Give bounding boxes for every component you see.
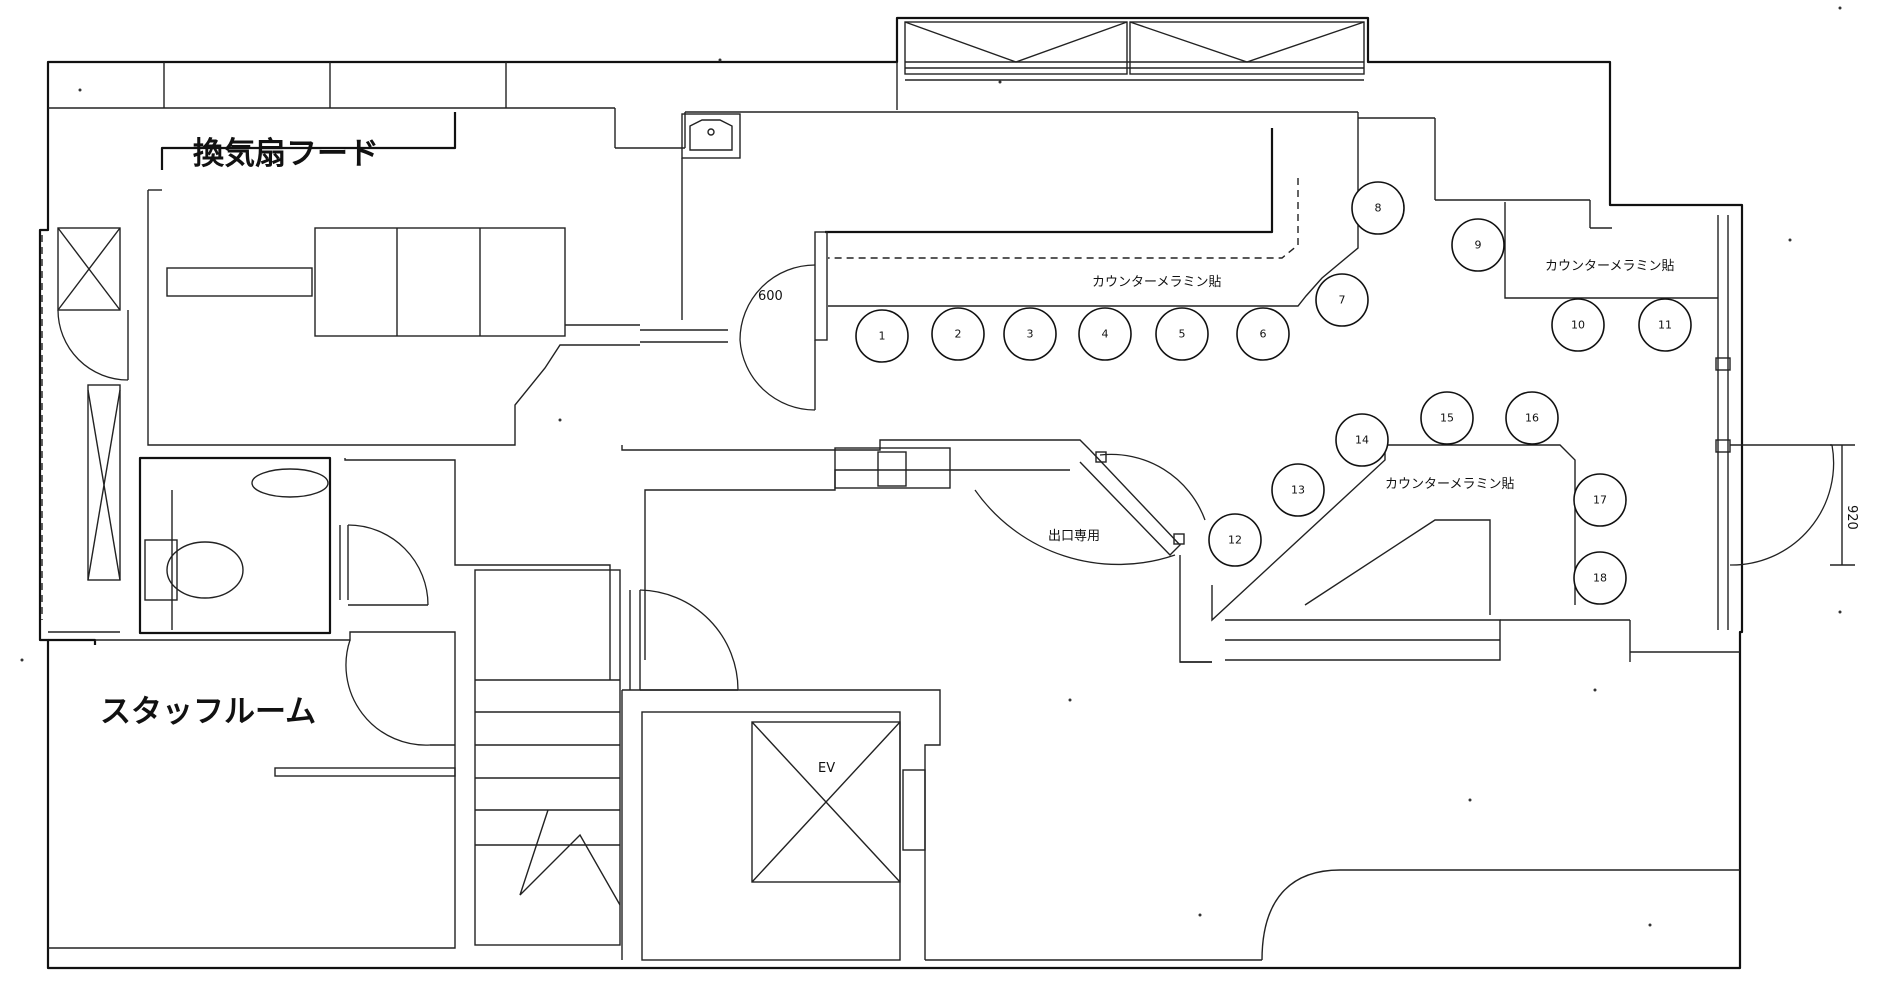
seat-circle xyxy=(1003,307,1057,361)
seat-7: 7 xyxy=(1315,273,1369,327)
seat-number: 15 xyxy=(1440,412,1454,425)
stair-door xyxy=(629,589,739,691)
seat-circle xyxy=(931,307,985,361)
seat-circle xyxy=(1078,307,1132,361)
seat-circle xyxy=(1335,413,1389,467)
seat-number: 18 xyxy=(1593,572,1607,585)
bar-counter-right xyxy=(1504,202,1731,630)
seat-11: 11 xyxy=(1638,298,1692,352)
seat-10: 10 xyxy=(1551,298,1605,352)
seat-circle xyxy=(1573,551,1627,605)
seat-number: 10 xyxy=(1571,319,1585,332)
seat-3: 3 xyxy=(1003,307,1057,361)
seat-circle xyxy=(1420,391,1474,445)
seat-number: 7 xyxy=(1339,294,1346,307)
lower-curved-wall xyxy=(1261,869,1740,961)
exit-door xyxy=(974,451,1206,566)
seat-circle xyxy=(1451,218,1505,272)
seat-2: 2 xyxy=(931,307,985,361)
left-shaft xyxy=(41,227,129,633)
stairwell xyxy=(474,569,621,946)
sink xyxy=(681,113,741,159)
seat-number: 13 xyxy=(1291,484,1305,497)
seat-16: 16 xyxy=(1505,391,1559,445)
seat-number: 14 xyxy=(1355,434,1369,447)
bar-counter-main xyxy=(814,118,1359,341)
seat-circle xyxy=(1315,273,1369,327)
top-wall-segments xyxy=(48,62,1612,229)
seat-number: 6 xyxy=(1260,328,1267,341)
seat-number: 8 xyxy=(1375,202,1382,215)
seat-number: 12 xyxy=(1228,534,1242,547)
door-600-label: 600 xyxy=(758,289,783,304)
seat-circle xyxy=(1271,463,1325,517)
door-920-label: 920 xyxy=(1844,505,1859,530)
seat-18: 18 xyxy=(1573,551,1627,605)
seat-13: 13 xyxy=(1271,463,1325,517)
outer-wall xyxy=(38,16,1744,970)
seat-circle xyxy=(1351,181,1405,235)
seat-circle xyxy=(1208,513,1262,567)
seat-8: 8 xyxy=(1351,181,1405,235)
counter-lower-label: カウンターメラミン貼 xyxy=(1385,477,1514,492)
seat-circle xyxy=(1236,307,1290,361)
staff-room-label: スタッフルーム xyxy=(100,694,316,730)
door-600 xyxy=(739,264,816,411)
toilet-room xyxy=(138,456,332,635)
seat-9: 9 xyxy=(1451,218,1505,272)
elevator-label: EV xyxy=(818,761,835,776)
seat-4: 4 xyxy=(1078,307,1132,361)
seat-circle xyxy=(1638,298,1692,352)
seat-number: 9 xyxy=(1475,239,1482,252)
kitchen-area xyxy=(147,112,728,446)
seat-14: 14 xyxy=(1335,413,1389,467)
seat-5: 5 xyxy=(1155,307,1209,361)
staff-room xyxy=(48,631,456,949)
mid-wall xyxy=(621,439,1212,663)
corridor-wall xyxy=(344,458,611,680)
seat-circle xyxy=(1573,473,1627,527)
seat-circle xyxy=(855,309,909,363)
seat-15: 15 xyxy=(1420,391,1474,445)
seat-number: 4 xyxy=(1102,328,1109,341)
counter-right-label: カウンターメラミン貼 xyxy=(1545,259,1674,274)
seat-circle xyxy=(1505,391,1559,445)
seat-6: 6 xyxy=(1236,307,1290,361)
seat-17: 17 xyxy=(1573,473,1627,527)
seat-number: 11 xyxy=(1658,319,1672,332)
seat-number: 5 xyxy=(1179,328,1186,341)
seat-12: 12 xyxy=(1208,513,1262,567)
counter-main-label: カウンターメラミン貼 xyxy=(1092,275,1221,290)
toilet-door xyxy=(339,524,429,606)
seat-number: 16 xyxy=(1525,412,1539,425)
hood-label: 換気扇フード xyxy=(193,136,379,172)
scan-specks xyxy=(20,6,1842,927)
door-920 xyxy=(1729,444,1855,566)
seat-number: 2 xyxy=(955,328,962,341)
seat-1: 1 xyxy=(855,309,909,363)
seat-circle xyxy=(1551,298,1605,352)
seat-number: 3 xyxy=(1027,328,1034,341)
seat-circle xyxy=(1155,307,1209,361)
seat-number: 17 xyxy=(1593,494,1607,507)
exit-only-label: 出口専用 xyxy=(1048,529,1100,544)
top-window-units xyxy=(904,21,1365,81)
seat-number: 1 xyxy=(879,330,886,343)
elevator xyxy=(621,689,941,961)
